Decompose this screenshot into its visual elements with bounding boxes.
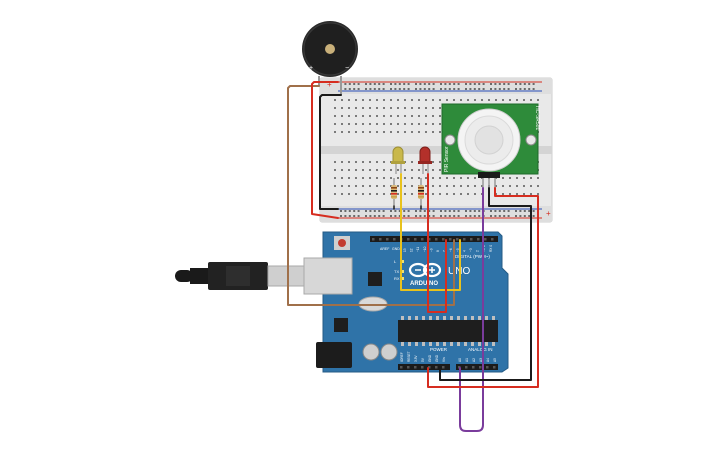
arduino-brand-label: ARDUINO bbox=[410, 281, 438, 287]
wire-red-led bbox=[427, 173, 447, 313]
digital-label: DIGITAL (PWM~) bbox=[455, 254, 490, 259]
pir-right-label: HC-SR501 bbox=[534, 106, 540, 130]
wire-purple-pir bbox=[459, 187, 484, 432]
capacitor-2 bbox=[380, 343, 398, 361]
digital-pin-label: 4 bbox=[462, 250, 466, 252]
led-l-label: L bbox=[394, 259, 397, 264]
gnd-label: GND bbox=[392, 247, 400, 251]
power-label: POWER bbox=[430, 347, 448, 352]
reset-button[interactable] bbox=[338, 239, 346, 247]
power-pin-label: GND bbox=[428, 354, 432, 362]
buzzer-minus-label: − bbox=[345, 65, 349, 72]
usb-cable bbox=[175, 262, 305, 290]
digital-pin-label: RX 0 bbox=[489, 245, 493, 252]
aref-label: AREF bbox=[380, 247, 389, 251]
digital-pin-label: 12 bbox=[410, 248, 414, 252]
led-rx-label: RX bbox=[394, 276, 400, 281]
power-pin-label: IOREF bbox=[400, 352, 404, 362]
digital-pin-label: ~5 bbox=[456, 248, 460, 252]
power-pin-label: GND bbox=[435, 354, 439, 362]
power-pin-label: RESET bbox=[407, 351, 411, 362]
rail-plus-label-bottom: + bbox=[546, 209, 551, 218]
digital-pin-label: 2 bbox=[476, 250, 480, 252]
resistor-yellow-led[interactable] bbox=[391, 178, 397, 206]
digital-pin-label: 8 bbox=[436, 250, 440, 252]
power-pin-label: Vin bbox=[442, 357, 446, 362]
wire-yellow-led bbox=[400, 173, 461, 291]
power-pin-label: 5V bbox=[421, 357, 425, 362]
piezo-buzzer[interactable]: + − bbox=[302, 21, 358, 95]
analog-pin-label: A2 bbox=[472, 358, 476, 362]
analog-label: ANALOG IN bbox=[468, 347, 493, 352]
digital-pin-label: ~10 bbox=[423, 246, 427, 252]
digital-pin-label: ~11 bbox=[416, 247, 420, 252]
resistor-red-led[interactable] bbox=[418, 178, 424, 206]
power-pin-label: 3.3V bbox=[414, 355, 418, 362]
analog-pin-label: A5 bbox=[493, 358, 497, 362]
digital-pin-label: ~3 bbox=[469, 248, 473, 252]
wire-brown-buzzer bbox=[287, 85, 455, 306]
atmega-chip-pins bbox=[401, 316, 495, 346]
analog-pin-label: A0 bbox=[458, 358, 462, 362]
analog-pin-label: A4 bbox=[486, 358, 490, 362]
buzzer-plus-label: + bbox=[309, 65, 313, 72]
capacitor-1 bbox=[362, 343, 380, 361]
usb-port bbox=[303, 257, 353, 295]
power-jack bbox=[316, 342, 352, 368]
analog-pin-label: A3 bbox=[479, 358, 483, 362]
wire-red-rail bbox=[311, 81, 339, 219]
bottom-header-holes bbox=[400, 366, 496, 369]
digital-header bbox=[370, 236, 498, 242]
rail-plus-label: + bbox=[327, 80, 332, 89]
atmega-chip bbox=[398, 320, 498, 342]
arduino-logo bbox=[408, 262, 442, 278]
wire-black-pir-gnd bbox=[439, 187, 532, 381]
power-header bbox=[398, 364, 450, 370]
wire-black-buzzer-gnd bbox=[319, 94, 342, 210]
yellow-led[interactable] bbox=[391, 146, 405, 174]
regulator bbox=[334, 318, 348, 332]
pir-left-label: PIR Sensor bbox=[444, 146, 450, 172]
digital-pin-label: 7 bbox=[443, 250, 447, 252]
wire-red-pir-vcc bbox=[427, 187, 539, 388]
analog-pin-label: A1 bbox=[465, 358, 469, 362]
pir-sensor[interactable]: PIR Sensor HC-SR501 bbox=[441, 103, 540, 188]
wires bbox=[287, 81, 539, 432]
usb-chip bbox=[368, 272, 382, 286]
analog-header bbox=[456, 364, 498, 370]
digital-pin-label: TX 1 bbox=[482, 245, 486, 252]
red-led[interactable] bbox=[418, 146, 432, 174]
digital-pin-label: ~6 bbox=[449, 248, 453, 252]
digital-pin-label: ~9 bbox=[429, 248, 433, 252]
digital-pin-label: 13 bbox=[403, 248, 407, 252]
led-tx-label: TX bbox=[394, 269, 399, 274]
